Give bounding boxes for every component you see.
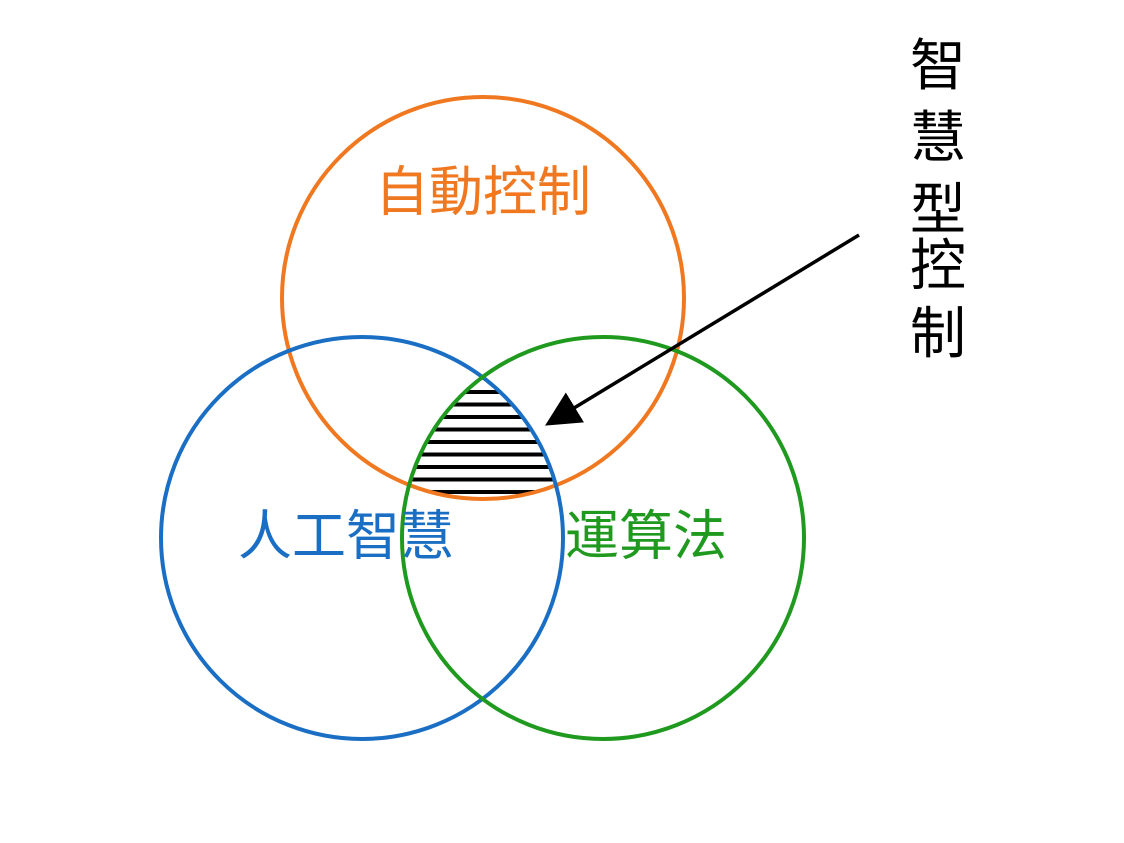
label-ai: 人工智慧 xyxy=(238,505,454,568)
circle-algorithm xyxy=(400,335,806,741)
callout-char: 控 xyxy=(910,234,966,299)
callout-arrow xyxy=(545,233,860,426)
callout-char: 型 xyxy=(910,178,966,243)
callout-char: 智 xyxy=(910,34,966,99)
circle-ai xyxy=(159,335,565,741)
callout-char: 慧 xyxy=(910,106,966,171)
intersection-callout-label: 智 慧 型 控 制 xyxy=(910,34,966,367)
label-algorithm: 運算法 xyxy=(565,505,727,568)
label-auto-control: 自動控制 xyxy=(375,161,591,224)
circle-auto-control xyxy=(280,95,686,501)
callout-char: 制 xyxy=(910,302,966,367)
